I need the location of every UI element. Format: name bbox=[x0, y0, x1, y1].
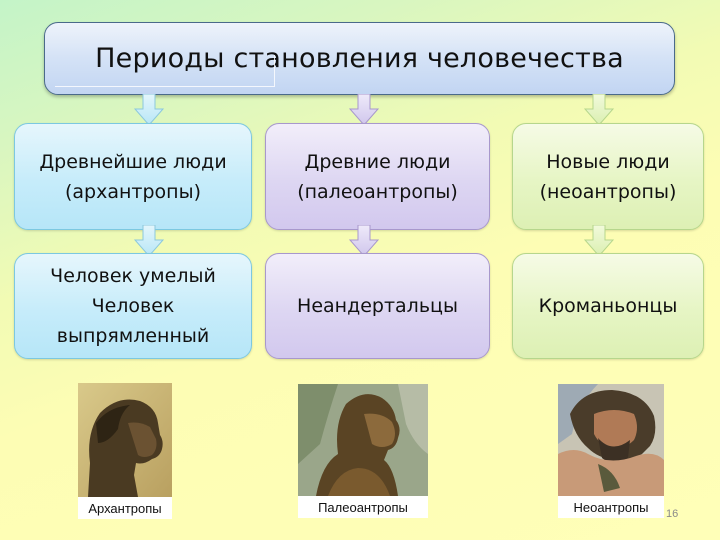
photo-paleoanthrope: Палеоантропы bbox=[298, 384, 428, 518]
title-box-highlight bbox=[55, 55, 275, 87]
period-box-paleoanthropes: Древние люди (палеоантропы) bbox=[265, 123, 490, 230]
period-box-neoanthropes: Новые люди (неоантропы) bbox=[512, 123, 704, 230]
species-name: выпрямленный bbox=[56, 325, 210, 347]
species-box-archanthropes: Человек умелый Человек выпрямленный bbox=[14, 253, 252, 359]
down-arrow-icon bbox=[584, 94, 614, 126]
species-name: Человек умелый bbox=[50, 265, 216, 287]
photo-archanthrope: Архантропы bbox=[78, 383, 172, 519]
period-term: (архантропы) bbox=[64, 180, 201, 203]
photo-caption: Неоантропы bbox=[558, 496, 664, 518]
down-arrow-icon bbox=[349, 225, 379, 257]
paleoanthrope-portrait-image bbox=[298, 384, 428, 496]
down-arrow-icon bbox=[584, 225, 614, 257]
photo-caption: Архантропы bbox=[78, 497, 172, 519]
title-box: Периоды становления человечества bbox=[44, 22, 675, 95]
down-arrow-icon bbox=[349, 94, 379, 126]
species-name: Кроманьонцы bbox=[538, 295, 678, 317]
species-name: Неандертальцы bbox=[297, 295, 458, 317]
period-term: (палеоантропы) bbox=[297, 180, 458, 203]
photo-caption: Палеоантропы bbox=[298, 496, 428, 518]
down-arrow-icon bbox=[134, 94, 164, 126]
species-box-paleoanthropes: Неандертальцы bbox=[265, 253, 490, 359]
down-arrow-icon bbox=[134, 225, 164, 257]
period-term: (неоантропы) bbox=[539, 180, 677, 203]
period-name: Древние люди bbox=[304, 150, 451, 173]
archanthrope-portrait-image bbox=[78, 383, 172, 497]
period-name: Древнейшие люди bbox=[39, 150, 227, 173]
page-number: 16 bbox=[666, 508, 679, 520]
period-box-archanthropes: Древнейшие люди (архантропы) bbox=[14, 123, 252, 230]
neoanthrope-portrait-image bbox=[558, 384, 664, 496]
photo-neoanthrope: Неоантропы bbox=[558, 384, 664, 518]
period-name: Новые люди bbox=[546, 150, 670, 173]
page-title: Периоды становления человечества bbox=[95, 43, 624, 74]
species-name: Человек bbox=[91, 295, 175, 317]
species-box-neoanthropes: Кроманьонцы bbox=[512, 253, 704, 359]
